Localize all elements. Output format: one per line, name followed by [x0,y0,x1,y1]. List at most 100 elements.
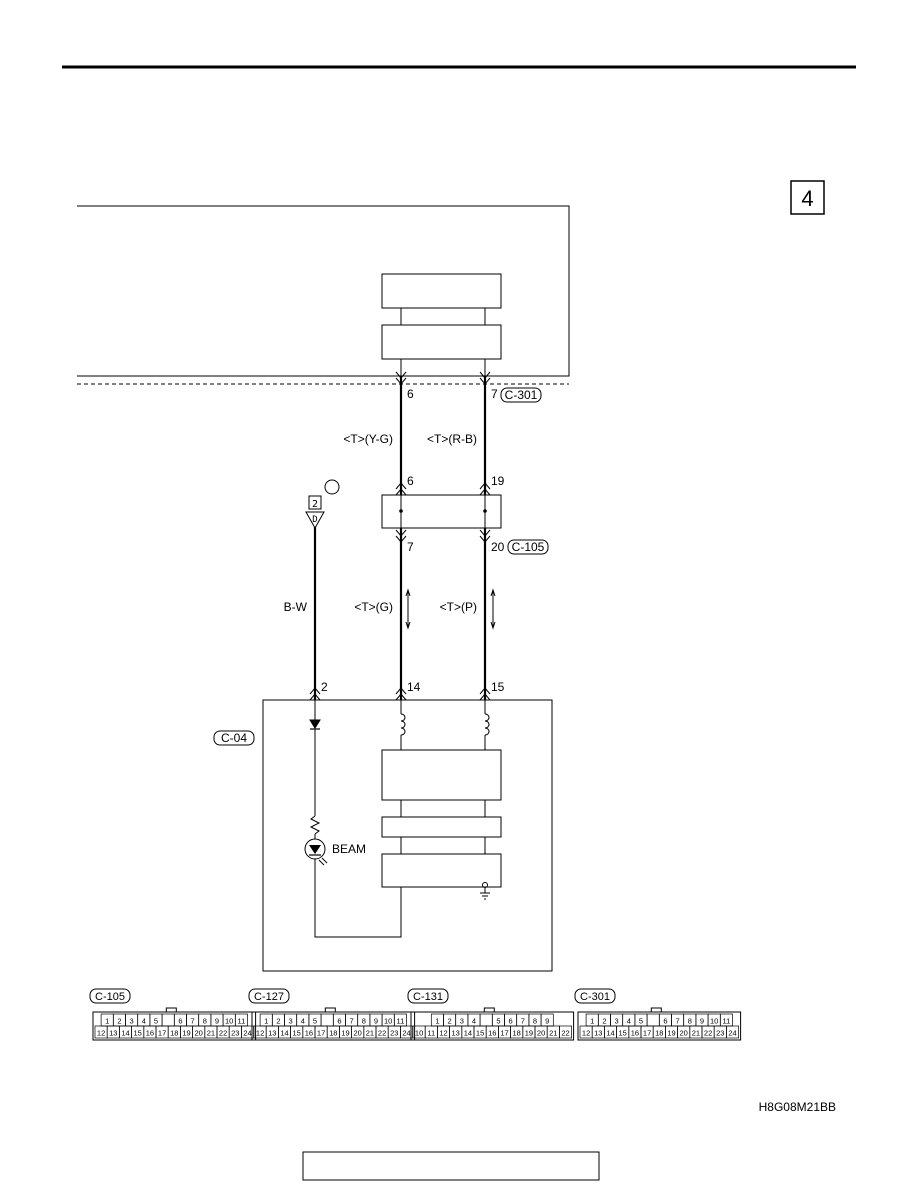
connector-legend-pin: 9 [374,1017,378,1026]
connector-legend-pin: 12 [582,1029,590,1038]
connector-legend-pin: 24 [402,1029,410,1038]
source-ref-box [308,495,322,510]
connector-legend-pin: 24 [243,1029,251,1038]
connector-legend-pin: 4 [627,1017,631,1026]
connector-legend-cell [559,1025,572,1039]
connector-legend-pin: 4 [301,1017,305,1026]
coil-right [484,700,490,750]
connector-legend-pin: 13 [268,1029,276,1038]
junction-dot-left [399,509,403,513]
connector-legend-pin: 9 [545,1017,549,1026]
connector-legend-pin: 8 [533,1017,537,1026]
connector-legend-pin: 13 [452,1029,460,1038]
connector-legend-pin: 10 [710,1017,718,1026]
connector-legend-pin: 7 [191,1017,195,1026]
connector-legend-pin: 4 [142,1017,146,1026]
connector-legend-pin: 3 [615,1017,619,1026]
connector-legend-pin: 11 [723,1017,731,1026]
connector-legend-pin: 7 [350,1017,354,1026]
connector-legend-pin: 13 [109,1029,117,1038]
connector-legend-pin: 12 [439,1029,447,1038]
connector-legend-pin: 1 [590,1017,594,1026]
connector-legend-cell [161,1013,175,1027]
connector-legend-pin: 19 [341,1029,349,1038]
connector-legend-pin: 18 [513,1029,521,1038]
connector-legend-pin: 1 [435,1017,439,1026]
connector-junction-label: C-105 [512,540,545,554]
coil-left [400,700,406,750]
connector-legend-pin: 5 [496,1017,500,1026]
connector-legend-pin: 16 [631,1029,639,1038]
source-ref-triangle [305,511,325,530]
connector-legend-cell [400,1025,413,1039]
connector-legend-pin: 15 [476,1029,484,1038]
connector-legend-pin: 6 [663,1017,667,1026]
connector-legend-pin: 3 [289,1017,293,1026]
connector-legend-pin: 5 [639,1017,643,1026]
pin-markers [309,371,491,701]
pin-junction-in-left: 6 [407,474,414,488]
pin-bottom-feed: 2 [321,680,328,694]
pin-junction-out-right: 20 [491,540,505,554]
connector-legend-pin: 15 [134,1029,142,1038]
connector-legend-name: C-105 [95,991,125,1003]
connector-legend-pin: 18 [329,1029,337,1038]
connector-legend-latch [483,1007,495,1013]
pin-top-right: 7 [491,387,498,401]
connector-legend-pin: 18 [170,1029,178,1038]
connector-legend-pin: 4 [472,1017,476,1026]
connector-legend-pin: 6 [337,1017,341,1026]
connector-unit-label: C-04 [221,731,247,745]
connector-legend-pin: 23 [390,1029,398,1038]
wire-color-right-lower: <T>(P) [440,600,477,614]
connector-legend-pin: 21 [366,1029,374,1038]
connector-legend-name: C-131 [413,991,443,1003]
connector-top-frame [500,387,542,403]
connector-legend-latch [165,1007,177,1013]
connector-legend-pin: 16 [488,1029,496,1038]
wire-color-left-lower: <T>(G) [354,600,393,614]
connector-legend-cell [241,1025,254,1039]
upper-module-outline [77,205,570,377]
connector-legend-pin: 16 [305,1029,313,1038]
connector-legend-pin: 18 [655,1029,663,1038]
connector-legend-pin: 21 [549,1029,557,1038]
connector-legend-pin: 22 [219,1029,227,1038]
pin-junction-in-right: 19 [491,474,505,488]
connector-legend-pin: 8 [688,1017,692,1026]
connector-legend-cell [646,1013,660,1027]
connector-legend-pin: 3 [460,1017,464,1026]
connector-top-label: C-301 [505,388,538,402]
upper-block-2 [381,324,502,360]
connector-legend-pin: 8 [203,1017,207,1026]
connector-legend-pin: 1 [264,1017,268,1026]
connector-legend-pin: 10 [384,1017,392,1026]
connector-legend-pin: 14 [464,1029,472,1038]
connector-legend-pin: 10 [415,1029,423,1038]
connector-unit-frame [213,730,255,746]
indicator-label: BEAM [332,842,366,856]
connector-legend-pin: 22 [378,1029,386,1038]
wire-color-left-upper: <T>(Y-G) [343,432,393,446]
wire-color-right-upper: <T>(R-B) [427,432,477,446]
connector-legend-pin: 20 [354,1029,362,1038]
connector-legend-pin: 15 [619,1029,627,1038]
connector-legend-pin: 14 [280,1029,288,1038]
signal-arrow-right [490,588,496,630]
connector-legend-cell [479,1013,493,1027]
connector-legend-pin: 20 [680,1029,688,1038]
connector-legend-pin: 17 [500,1029,508,1038]
connector-legend-pin: 23 [716,1029,724,1038]
lower-block-1 [381,749,502,801]
connector-legend-pin: 12 [256,1029,264,1038]
connector-junction-frame [507,539,549,555]
connector-legend-pin: 11 [427,1029,435,1038]
connector-legend-pin: 11 [397,1017,405,1026]
connector-legend-pin: 14 [121,1029,129,1038]
connector-legend-pin: 7 [676,1017,680,1026]
pin-junction-out-left: 7 [407,540,414,554]
